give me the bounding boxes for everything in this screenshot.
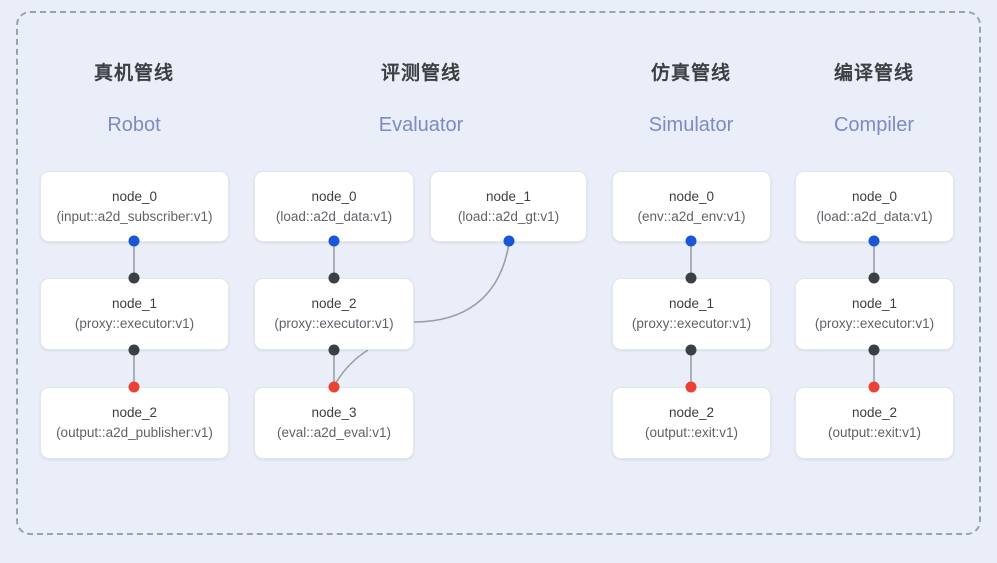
port-input-compiler-node2[interactable]	[868, 381, 880, 393]
node-compiler-0[interactable]: node_0 (load::a2d_data:v1)	[795, 171, 954, 242]
column-header-robot: 真机管线 Robot	[44, 62, 224, 138]
column-title-cn-compiler: 编译管线	[833, 63, 914, 84]
node-label-type: (load::a2d_data:v1)	[275, 208, 393, 224]
port-output-evaluator-node1[interactable]	[503, 235, 515, 247]
node-label-type: (input::a2d_subscriber:v1)	[56, 208, 213, 224]
column-header-evaluator: 评测管线 Evaluator	[331, 62, 511, 138]
node-evaluator-0[interactable]: node_0 (load::a2d_data:v1)	[254, 171, 414, 242]
node-label-name: node_3	[311, 405, 357, 420]
column-title-en-simulator: Simulator	[648, 114, 734, 136]
node-label-type: (output::exit:v1)	[644, 425, 739, 440]
node-label-type: (proxy::executor:v1)	[631, 316, 752, 331]
port-input-evaluator-node3[interactable]	[328, 381, 340, 393]
node-label-name: node_2	[111, 405, 158, 420]
port-output-evaluator-node2[interactable]	[328, 344, 340, 356]
port-output-compiler-node0[interactable]	[868, 235, 880, 247]
node-compiler-2[interactable]: node_2 (output::exit:v1)	[795, 387, 954, 459]
node-label-name: node_0	[668, 188, 715, 204]
port-output-compiler-node1[interactable]	[868, 344, 880, 356]
node-label-type: (output::a2d_publisher:v1)	[56, 425, 213, 440]
node-label-name: node_0	[851, 188, 898, 204]
port-output-robot-node0[interactable]	[128, 235, 140, 247]
port-input-robot-node1[interactable]	[128, 272, 140, 284]
node-evaluator-2[interactable]: node_2 (proxy::executor:v1)	[254, 278, 414, 350]
node-robot-2[interactable]: node_2 (output::a2d_publisher:v1)	[40, 387, 229, 459]
node-robot-1[interactable]: node_1 (proxy::executor:v1)	[40, 278, 229, 350]
node-label-name: node_0	[111, 188, 158, 204]
node-robot-0[interactable]: node_0 (input::a2d_subscriber:v1)	[40, 171, 229, 242]
port-output-robot-node1[interactable]	[128, 344, 140, 356]
node-label-type: (proxy::executor:v1)	[274, 316, 394, 331]
column-title-cn-robot: 真机管线	[93, 63, 174, 84]
node-label-type: (proxy::executor:v1)	[814, 316, 935, 331]
column-title-en-compiler: Compiler	[833, 114, 915, 136]
port-input-compiler-node1[interactable]	[868, 272, 880, 284]
node-evaluator-1[interactable]: node_1 (load::a2d_gt:v1)	[430, 171, 587, 242]
port-input-robot-node2[interactable]	[128, 381, 140, 393]
node-simulator-2[interactable]: node_2 (output::exit:v1)	[612, 387, 771, 459]
node-simulator-0[interactable]: node_0 (env::a2d_env:v1)	[612, 171, 771, 242]
port-output-simulator-node0[interactable]	[685, 235, 697, 247]
column-title-cn-simulator: 仿真管线	[650, 63, 731, 84]
node-label-name: node_0	[311, 188, 357, 204]
node-label-name: node_1	[485, 188, 532, 204]
node-label-name: node_2	[668, 405, 715, 420]
node-label-type: (eval::a2d_eval:v1)	[276, 425, 392, 440]
port-output-simulator-node1[interactable]	[685, 344, 697, 356]
port-input-evaluator-node2[interactable]	[328, 272, 340, 284]
column-header-simulator: 仿真管线 Simulator	[601, 62, 781, 138]
node-label-type: (proxy::executor:v1)	[74, 316, 195, 331]
port-input-simulator-node2[interactable]	[685, 381, 697, 393]
node-label-type: (load::a2d_data:v1)	[816, 208, 933, 224]
column-header-compiler: 编译管线 Compiler	[784, 62, 964, 138]
column-title-en-robot: Robot	[107, 114, 161, 136]
column-title-en-evaluator: Evaluator	[378, 114, 464, 136]
node-label-name: node_1	[851, 296, 898, 311]
node-label-type: (load::a2d_gt:v1)	[457, 208, 560, 224]
node-label-name: node_2	[851, 405, 898, 420]
node-label-type: (output::exit:v1)	[827, 425, 922, 440]
port-input-simulator-node1[interactable]	[685, 272, 697, 284]
node-compiler-1[interactable]: node_1 (proxy::executor:v1)	[795, 278, 954, 350]
node-label-name: node_1	[668, 296, 715, 311]
port-output-evaluator-node0[interactable]	[328, 235, 340, 247]
node-label-name: node_1	[111, 296, 158, 311]
node-label-name: node_2	[311, 296, 357, 311]
node-simulator-1[interactable]: node_1 (proxy::executor:v1)	[612, 278, 771, 350]
node-evaluator-3[interactable]: node_3 (eval::a2d_eval:v1)	[254, 387, 414, 459]
node-label-type: (env::a2d_env:v1)	[637, 208, 746, 224]
column-title-cn-evaluator: 评测管线	[380, 63, 461, 84]
